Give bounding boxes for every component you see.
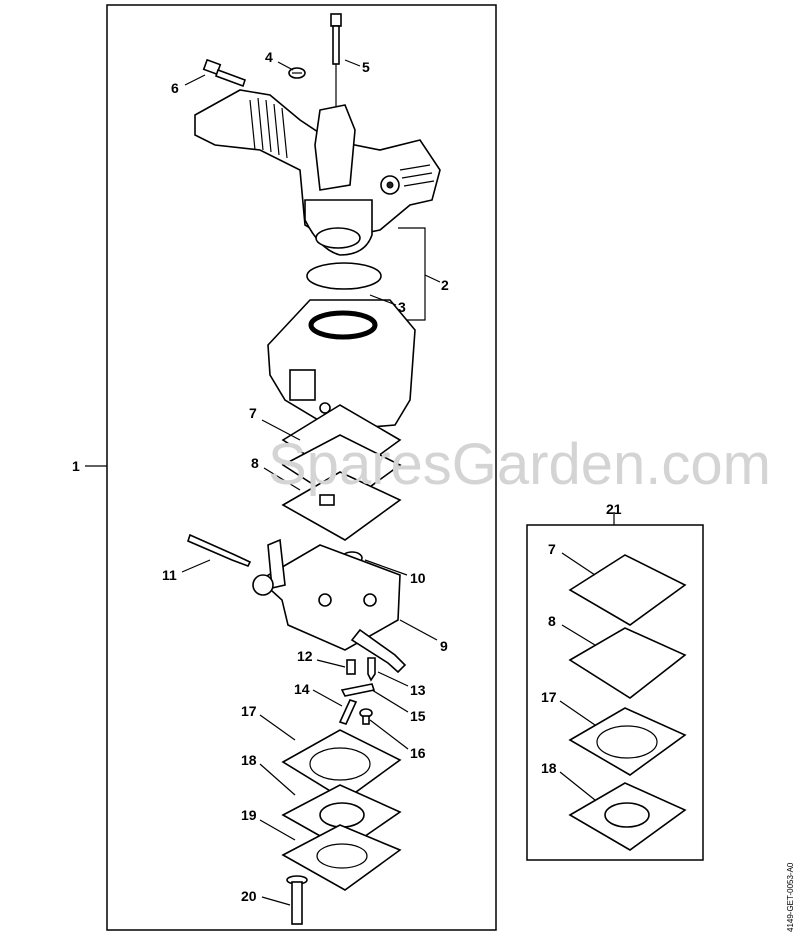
part-19-cover[interactable]: [281, 824, 402, 891]
callout-9: 9: [440, 638, 448, 654]
callout-18: 18: [241, 752, 257, 768]
part-11-needle[interactable]: [187, 533, 252, 568]
kit-callout-8: 8: [548, 613, 556, 629]
part-3-o-ring[interactable]: [306, 262, 382, 290]
part-2-throttle-housing[interactable]: [194, 89, 441, 256]
part-4-screw[interactable]: [288, 67, 306, 79]
callout-3: 3: [398, 299, 406, 315]
bracket-line-2: [398, 227, 441, 321]
callout-2: 2: [441, 277, 449, 293]
kit-part-8-diaphragm[interactable]: [568, 627, 687, 699]
callout-12: 12: [297, 648, 313, 664]
callout-13: 13: [410, 682, 426, 698]
callout-17: 17: [241, 703, 257, 719]
kit-part-17-gasket[interactable]: [568, 707, 687, 776]
part-12-spring[interactable]: [346, 659, 356, 675]
kit-callout-7: 7: [548, 541, 556, 557]
callout-4: 4: [265, 49, 273, 65]
part-16-screw[interactable]: [359, 708, 373, 725]
pump-cover[interactable]: [281, 471, 402, 541]
drawing-code: 4149-GET-0053-A0: [786, 862, 795, 932]
part-18-diaphragm-center: [319, 802, 365, 828]
callout-1: 1: [72, 458, 80, 474]
callout-5: 5: [362, 59, 370, 75]
part-17-gasket[interactable]: [281, 729, 402, 801]
watermark: SparesGarden.com: [268, 432, 771, 497]
callout-19: 19: [241, 807, 257, 823]
kit-part-17-opening: [596, 725, 658, 759]
part-19-cover-recess: [316, 843, 368, 869]
callout-8: 8: [251, 455, 259, 471]
part-15-lever[interactable]: [340, 683, 376, 697]
carburetor-body-upper[interactable]: [267, 299, 416, 431]
part-6-screw[interactable]: [202, 58, 247, 88]
main-assembly-frame: [106, 4, 497, 931]
part-5-adjusting-screw[interactable]: [330, 13, 342, 108]
callout-10: 10: [410, 570, 426, 586]
pump-cover-window: [319, 494, 335, 506]
kit-part-18-center: [604, 802, 650, 828]
callout-16: 16: [410, 745, 426, 761]
callout-6: 6: [171, 80, 179, 96]
part-20-screw[interactable]: [286, 875, 308, 925]
callout-15: 15: [410, 708, 426, 724]
callout-20: 20: [241, 888, 257, 904]
part-13-inlet-needle[interactable]: [367, 657, 376, 682]
part-17-gasket-opening: [309, 747, 371, 781]
callout-11: 11: [162, 567, 177, 583]
kit-callout-18: 18: [541, 760, 557, 776]
part-9-carburetor-body[interactable]: [252, 538, 407, 674]
callout-21: 21: [606, 501, 622, 517]
callout-7: 7: [249, 405, 257, 421]
kit-part-7-gasket[interactable]: [568, 554, 687, 626]
callout-14: 14: [294, 681, 310, 697]
leader-lines: [85, 59, 615, 906]
kit-callout-17: 17: [541, 689, 557, 705]
part-14-pin[interactable]: [338, 699, 358, 725]
gasket-kit-frame: [526, 524, 704, 861]
